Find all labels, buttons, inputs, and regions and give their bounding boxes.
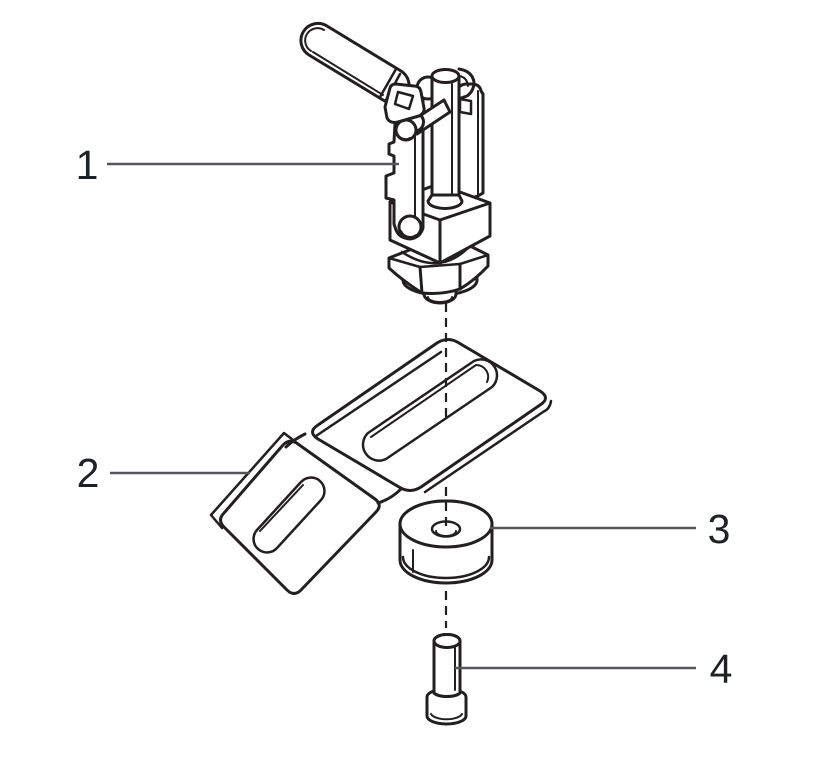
callout-1: 1: [76, 142, 399, 188]
callout-4-number: 4: [710, 646, 733, 692]
bracket-plate-slot: [361, 358, 499, 462]
bracket-bend-highlight: [314, 350, 443, 438]
callout-3-number: 3: [708, 506, 731, 552]
bracket-underside-edge: [423, 399, 553, 494]
clamp-hook-ear: [457, 67, 476, 100]
part-mounting-bracket: [209, 338, 553, 595]
part-toggle-clamp: [299, 21, 492, 305]
clamp-clevis-hole: [393, 90, 415, 111]
callout-2: 2: [77, 450, 250, 496]
part-spacer: [398, 499, 494, 585]
callout-2-number: 2: [77, 450, 100, 496]
bolt-shaft-top: [432, 633, 462, 649]
part-bolt: [425, 633, 468, 726]
clamp-lower-pivot: [397, 214, 423, 240]
callout-4: 4: [455, 646, 732, 692]
clamp-handle-grip: [299, 21, 411, 105]
callout-3: 3: [490, 506, 730, 552]
clamp-spindle: [430, 74, 461, 204]
callout-1-number: 1: [76, 142, 99, 188]
clamp-spindle-flare: [426, 193, 464, 210]
clamp-clip: [458, 97, 473, 116]
bracket-flange-slot: [252, 476, 326, 554]
callouts: 1 2 3 4: [76, 142, 733, 692]
